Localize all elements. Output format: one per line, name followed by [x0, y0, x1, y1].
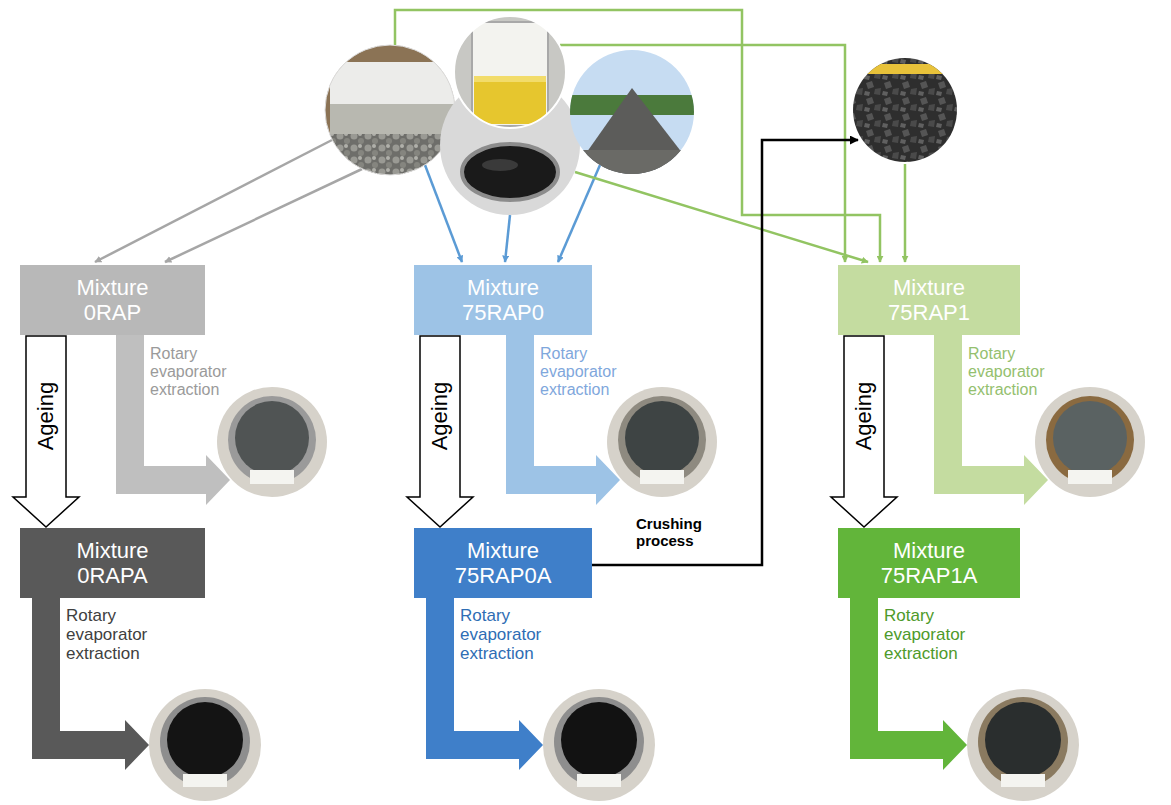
rap-pile-photo [568, 48, 700, 180]
extraction-arrow [116, 335, 230, 505]
feed-arrow [575, 172, 868, 262]
extraction-arrow [426, 598, 543, 770]
oil [474, 76, 546, 124]
extraction-label: Rotary evaporator extraction [540, 345, 616, 399]
capsule-rim [978, 697, 1068, 787]
mixture-box: Mixture 75RAP0 [414, 265, 592, 335]
photo-ground [450, 14, 570, 134]
mixture-box: Mixture 0RAP [20, 265, 205, 335]
capsule-tag [1001, 774, 1045, 787]
box-text: Mixture 75RAP0A [455, 538, 552, 589]
capsule-binder [561, 702, 637, 778]
feed-arrows [95, 10, 905, 262]
capsule-rim [228, 396, 316, 484]
extraction-label: Rotary evaporator extraction [968, 345, 1044, 399]
process-label: Crushing process [636, 516, 702, 550]
box-text: Mixture 0RAPA [76, 538, 148, 589]
extraction-label: Rotary evaporator extraction [460, 606, 541, 663]
mixture-box: Mixture 75RAP1A [838, 528, 1020, 598]
edge-label: Ageing [34, 380, 58, 453]
fine-aggregate [330, 104, 455, 134]
capsule-binder [1053, 401, 1127, 475]
extraction-label: Rotary evaporator extraction [884, 606, 965, 663]
beaker-glass [472, 22, 548, 126]
capsule-tag [1068, 470, 1112, 484]
mixture-box: Mixture 0RAPA [20, 528, 205, 598]
box-text: Mixture 75RAP1 [888, 275, 970, 326]
capsule-ground [217, 387, 327, 497]
capsule-ground [543, 689, 655, 801]
sand [330, 62, 455, 104]
capsule-binder [167, 702, 243, 778]
capsule-rim [618, 396, 706, 484]
capsule-ground [1035, 387, 1145, 497]
extraction-arrow [32, 598, 149, 770]
crushed-rap [850, 55, 962, 167]
feed-arrow [505, 215, 510, 262]
aggregates-photo [320, 40, 460, 184]
capsule-rim [554, 697, 644, 787]
crushed-rap-photo [850, 55, 962, 167]
extraction-arrow [934, 335, 1048, 505]
capsule-binder [985, 702, 1061, 778]
mixture-box: Mixture 75RAP0A [414, 528, 592, 598]
photo-rim [454, 16, 566, 128]
binder-shine [482, 159, 518, 171]
photo-rim [325, 45, 455, 175]
extraction-label: Rotary evaporator extraction [150, 345, 226, 399]
extraction-label: Rotary evaporator extraction [66, 606, 147, 663]
ground [568, 150, 698, 180]
capsule-binder [625, 401, 699, 475]
capsule-rim [1046, 396, 1134, 484]
extraction-arrow [850, 598, 967, 770]
edge-label: Ageing [852, 380, 876, 453]
capsule-ground [967, 689, 1079, 801]
edge-label: Ageing [428, 380, 452, 453]
mixture-box: Mixture 75RAP1 [838, 265, 1020, 335]
capsule-tag [183, 774, 227, 787]
capsule-rim [160, 697, 250, 787]
ruler [850, 64, 962, 74]
capsule-tag [250, 470, 294, 484]
feed-arrow [904, 164, 907, 262]
extraction-arrow [506, 335, 620, 505]
oil-surface [474, 76, 546, 82]
feed-arrow [395, 10, 880, 262]
feed-arrow [165, 169, 362, 262]
capsule-ground [607, 387, 717, 497]
capsule-ground [149, 689, 261, 801]
feed-arrow [560, 45, 845, 262]
ageing-arrow [13, 336, 79, 527]
ageing-arrow [407, 336, 473, 527]
capsule-tag [640, 470, 684, 484]
box-text: Mixture 0RAP [76, 275, 148, 326]
box-text: Mixture 75RAP1A [881, 538, 978, 589]
capsule-binder [235, 401, 309, 475]
box-text: Mixture 75RAP0 [462, 275, 544, 326]
gravel [330, 134, 455, 184]
crushing-line [592, 140, 858, 565]
capsule-tag [577, 774, 621, 787]
beaker-photo [450, 14, 570, 134]
capsule-photos [149, 387, 1145, 801]
ageing-arrow [831, 336, 897, 527]
binder-can [462, 144, 558, 200]
